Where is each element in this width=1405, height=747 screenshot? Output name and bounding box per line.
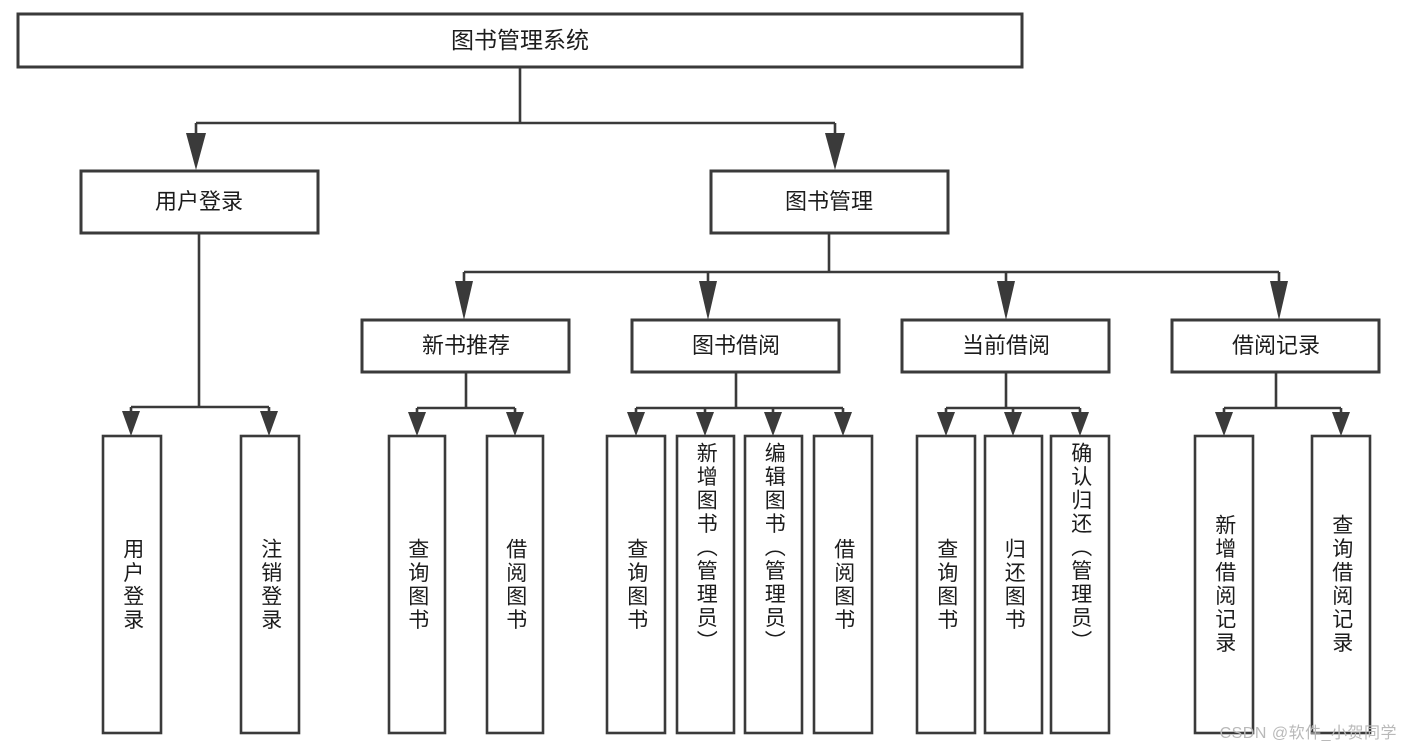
arrow-to-leaf-bb-3 (764, 412, 782, 436)
node-user-login-label: 用户登录 (155, 189, 243, 214)
node-user-login[interactable]: 用户登录 (79, 169, 320, 235)
node-book-borrow-box (630, 318, 841, 374)
leaf-box-bb-2[interactable] (675, 434, 736, 735)
leaf-box-br-1[interactable] (1193, 434, 1255, 735)
node-current-borrow-label: 当前借阅 (962, 333, 1050, 358)
leaf-box-cb-3[interactable] (1049, 434, 1111, 735)
leaf-box-cb-2[interactable] (983, 434, 1044, 735)
arrow-to-new-book-recommend (455, 281, 473, 320)
arrow-to-book-management (825, 133, 845, 170)
arrow-to-book-borrow (699, 281, 717, 320)
arrow-to-leaf-user-login-2 (260, 411, 278, 436)
arrow-to-current-borrow (997, 281, 1015, 320)
node-new-book-recommend[interactable]: 新书推荐 (360, 318, 571, 374)
arrow-to-leaf-cb-3 (1071, 412, 1089, 436)
csdn-watermark: CSDN @软件_小贺同学 (1219, 725, 1397, 742)
arrow-to-leaf-nbr-2 (506, 412, 524, 436)
node-book-borrow[interactable]: 图书借阅 (630, 318, 841, 374)
leaf-box-bb-3[interactable] (743, 434, 804, 735)
leaf-box-bb-1[interactable] (605, 434, 667, 735)
arrow-to-leaf-nbr-1 (408, 412, 426, 436)
node-new-book-recommend-label: 新书推荐 (422, 333, 510, 358)
node-root-label: 图书管理系统 (451, 27, 589, 53)
arrow-to-user-login (186, 133, 206, 170)
node-borrow-record-box (1170, 318, 1381, 374)
node-root-box (16, 12, 1024, 69)
leaf-box-cb-1[interactable] (915, 434, 977, 735)
node-borrow-record[interactable]: 借阅记录 (1170, 318, 1381, 374)
node-book-borrow-label: 图书借阅 (692, 333, 780, 358)
leaf-box-user-login-1[interactable] (101, 434, 163, 735)
node-book-management-label: 图书管理 (785, 189, 873, 214)
node-borrow-record-label: 借阅记录 (1232, 333, 1320, 358)
node-book-management[interactable]: 图书管理 (709, 169, 950, 235)
arrow-to-leaf-bb-1 (627, 412, 645, 436)
arrow-to-leaf-bb-2 (696, 412, 714, 436)
arrow-to-leaf-cb-1 (937, 412, 955, 436)
leaf-box-bb-4[interactable] (812, 434, 874, 735)
leaf-box-br-2[interactable] (1310, 434, 1372, 735)
node-current-borrow[interactable]: 当前借阅 (900, 318, 1111, 374)
arrow-to-leaf-cb-2 (1004, 412, 1022, 436)
node-current-borrow-box (900, 318, 1111, 374)
arrow-to-leaf-br-1 (1215, 412, 1233, 436)
node-root[interactable]: 图书管理系统 (16, 12, 1024, 69)
arrow-to-leaf-bb-4 (834, 412, 852, 436)
arrow-to-leaf-user-login-1 (122, 411, 140, 436)
node-new-book-recommend-box (360, 318, 571, 374)
leaf-box-user-login-2[interactable] (239, 434, 301, 735)
arrow-to-borrow-record (1270, 281, 1288, 320)
leaf-box-nbr-2[interactable] (485, 434, 545, 735)
arrow-to-leaf-br-2 (1332, 412, 1350, 436)
node-book-management-box (709, 169, 950, 235)
leaf-box-nbr-1[interactable] (387, 434, 447, 735)
